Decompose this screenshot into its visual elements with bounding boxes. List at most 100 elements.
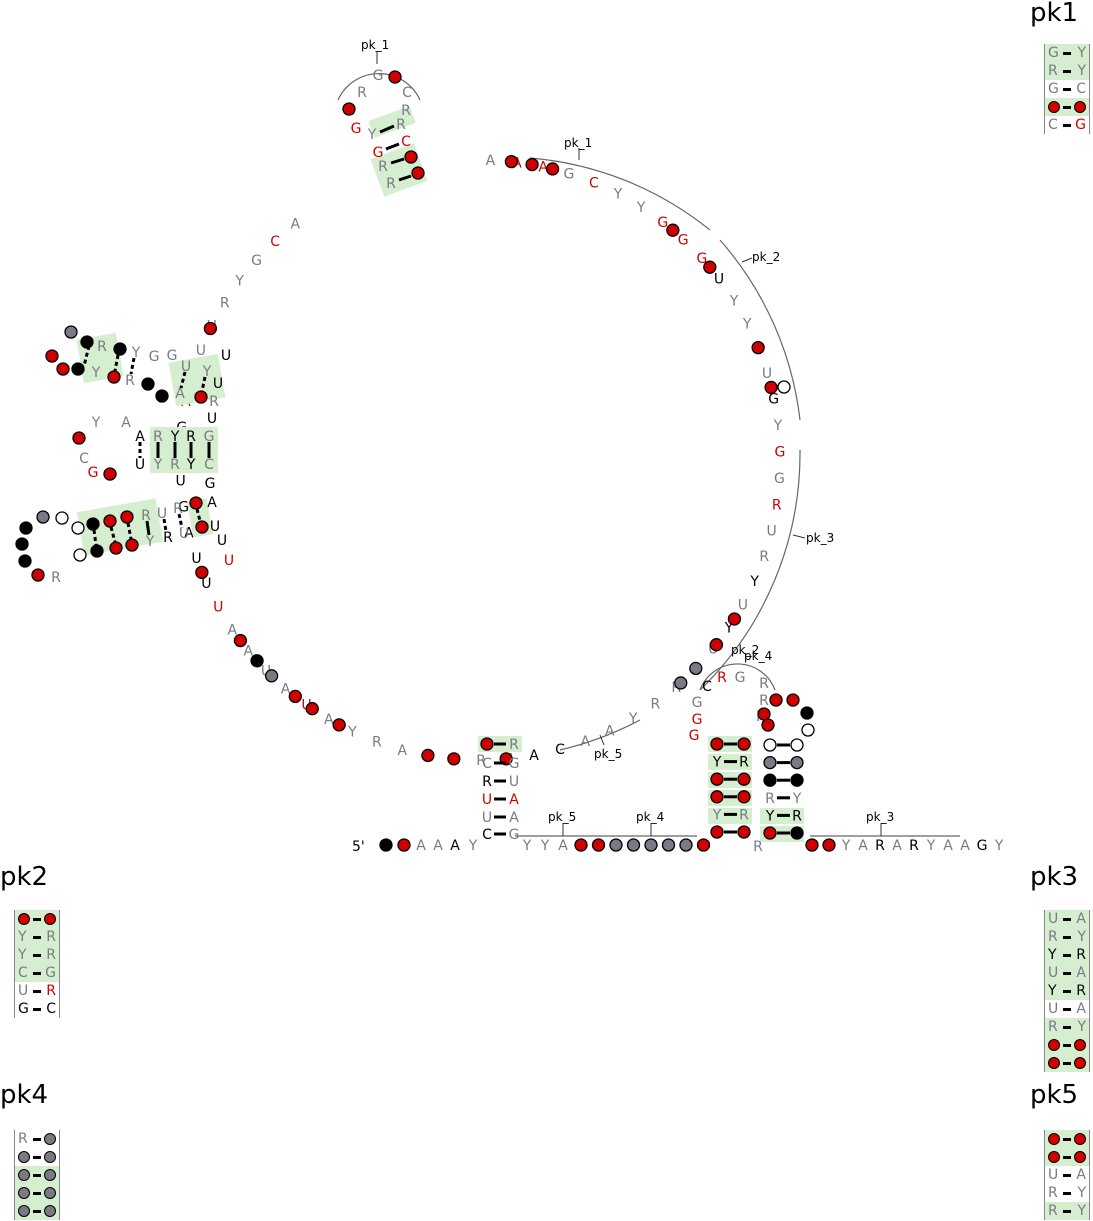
nucleotide-dot [574,838,588,852]
nucleotide-letter: R [141,508,151,524]
nucleotide-letter: R [357,85,367,101]
pair-base: Y [1077,1019,1086,1035]
five-prime-label: 5' [352,839,365,855]
pair-row [1045,1036,1089,1054]
pair-base: R [1048,63,1058,79]
nucleotide-dot [591,838,606,852]
ring-dot [709,638,724,652]
pair-base: Y [1048,983,1057,999]
pair-base: G [18,1001,29,1017]
nucleotide-letter: A [121,415,131,431]
pair-bond [33,1156,41,1159]
nucleotide-letter: G [373,145,384,161]
nucleotide-letter: R [386,176,396,192]
nucleotide-letter: C [204,457,214,473]
nucleotide-dot [801,723,815,737]
pk1-label-top: pk_1 [361,38,389,52]
pair-dot [44,1133,56,1149]
tail-nucleotide: A [943,838,953,854]
pair-row: R [15,1130,59,1148]
pair-dot [1074,1039,1086,1055]
ring-nucleotide: A [281,681,291,697]
tail-nucleotide: R [875,838,885,854]
base-pair-bond [92,529,98,546]
nucleotide-letter: A [207,495,217,511]
pair-dot [18,1151,30,1167]
pair-bond [33,1192,41,1195]
pair-dot [1048,1039,1060,1055]
ring-dot [764,380,778,395]
nucleotide-dot [125,538,139,552]
nucleotide-dot [761,718,775,732]
pair-bond [1063,1044,1071,1047]
pair-base: U [1048,1001,1059,1017]
nucleotide-letter: Y [792,791,802,807]
ring-nucleotide: R [372,735,382,751]
tail-nucleotide: A [858,838,868,854]
ring-nucleotide: U [714,272,724,288]
nucleotide-letter: U [509,774,519,790]
nucleotide-letter: Y [170,429,180,445]
tail-nucleotide: R [909,838,919,854]
ring-nucleotide: Y [773,418,783,434]
nucleotide-letter: R [51,570,61,586]
base-pair-bond [179,371,187,389]
nucleotide-letter: R [759,676,769,692]
nucleotide-dot [737,790,751,804]
ring-nucleotide: G [657,215,668,231]
pair-highlight [76,498,164,556]
nucleotide-dot [73,548,87,562]
ring-nucleotide: C [589,175,599,191]
nucleotide-letter: A [509,792,519,808]
nucleotide-letter: G [692,712,703,728]
nucleotide-dot [790,773,804,787]
pair-dot [1074,1057,1086,1073]
nucleotide-dot [710,790,724,804]
pair-base: Y [1077,929,1086,945]
pair-bond [33,1174,41,1177]
nucleotide-letter: Y [540,838,550,854]
nucleotide-dot [710,825,724,839]
base-pair-bond [126,522,133,540]
pair-base: R [1048,929,1058,945]
ring-dot [421,748,435,763]
ring-nucleotide: G [774,471,785,487]
nucleotide-dot [103,467,117,481]
ring-dot [264,669,279,683]
pair-dot [1048,1057,1060,1073]
pair-bond [1063,954,1071,957]
ring-nucleotide: Y [742,317,752,333]
nucleotide-letter: G [373,68,384,84]
nucleotide-dot [80,335,94,349]
ring-dot [525,157,539,172]
nucleotide-letter: U [217,533,227,549]
pair-dot [44,1151,56,1167]
nucleotide-dot [737,737,751,751]
nucleotide-dot [763,755,777,770]
nucleotide-letter: Y [202,364,212,380]
nucleotide-dot [763,826,777,840]
pair-dot [18,1187,30,1203]
nucleotide-letter: C [702,679,712,695]
nucleotide-letter: R [739,755,749,771]
nucleotide-dot [55,511,69,525]
ring-nucleotide: R [220,295,230,311]
nucleotide-letter: Y [522,838,532,854]
nucleotide-dot [800,706,814,720]
ring-nucleotide: R [759,549,769,565]
pk4-arc-small [699,663,776,691]
nucleotide-dot [404,150,418,164]
nucleotide-dot [661,838,676,852]
pair-highlight [168,353,226,407]
ring-nucleotide: A [228,622,238,638]
nucleotide-letter: R [163,530,173,546]
pair-base: R [46,983,56,999]
nucleotide-letter: G [149,349,160,365]
